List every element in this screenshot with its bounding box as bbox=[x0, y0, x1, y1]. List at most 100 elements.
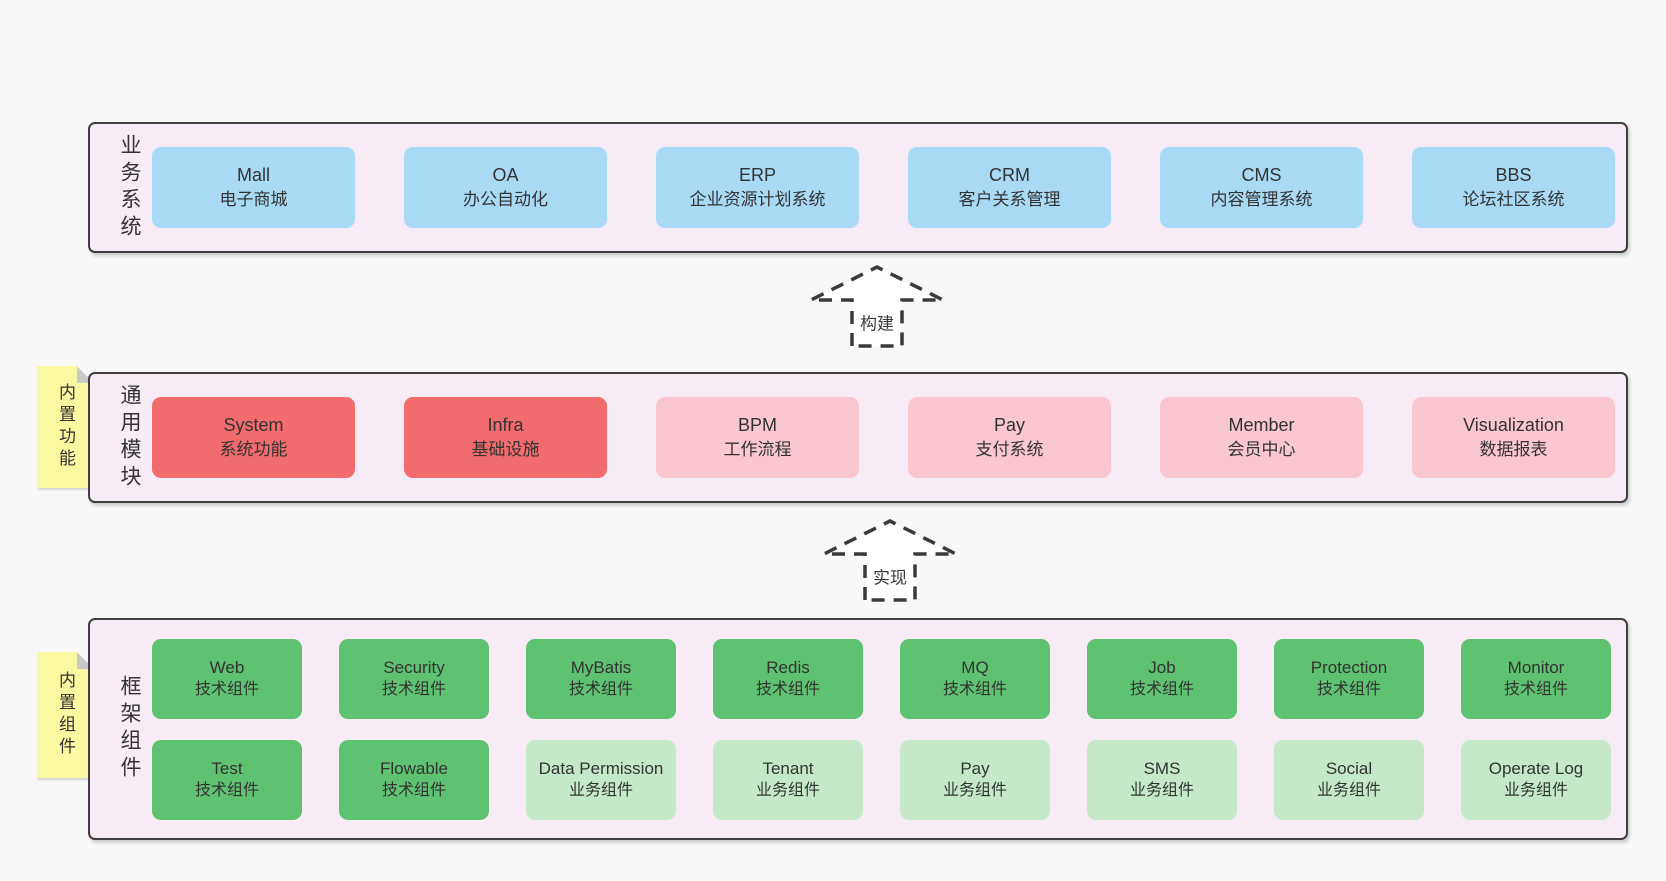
box-mall: Mall 电子商城 bbox=[152, 147, 355, 228]
box-system: System 系统功能 bbox=[152, 397, 355, 478]
common-boxes-row: System 系统功能 Infra 基础设施 BPM 工作流程 Pay 支付系统… bbox=[152, 397, 1615, 478]
box-title: Pay bbox=[960, 758, 990, 778]
box-pay-component: Pay 业务组件 bbox=[900, 739, 1050, 820]
box-redis: Redis 技术组件 bbox=[713, 638, 863, 719]
layer-label-business-systems: 业务系统 bbox=[118, 133, 141, 242]
box-title: Redis bbox=[766, 657, 810, 677]
box-title: Flowable bbox=[379, 758, 449, 778]
box-security: Security 技术组件 bbox=[339, 638, 489, 719]
box-test: Test 技术组件 bbox=[152, 739, 302, 820]
box-title: Web bbox=[209, 657, 245, 677]
box-title: Data Permission bbox=[538, 758, 664, 778]
box-subtitle: 技术组件 bbox=[1316, 681, 1381, 699]
box-title: Job bbox=[1148, 657, 1176, 677]
box-subtitle: 技术组件 bbox=[568, 681, 633, 699]
box-flowable: Flowable 技术组件 bbox=[339, 739, 489, 820]
box-subtitle: 系统功能 bbox=[219, 440, 288, 460]
box-web: Web 技术组件 bbox=[152, 638, 302, 719]
box-protection: Protection 技术组件 bbox=[1274, 638, 1424, 719]
box-subtitle: 支付系统 bbox=[975, 440, 1044, 460]
box-title: CMS bbox=[1241, 165, 1282, 186]
box-title: Infra bbox=[487, 415, 524, 436]
box-bpm: BPM 工作流程 bbox=[656, 397, 859, 478]
implement-arrow-label: 实现 bbox=[873, 568, 907, 588]
box-subtitle: 办公自动化 bbox=[463, 190, 548, 210]
box-title: BPM bbox=[737, 415, 777, 436]
layer-label-common-modules: 通用模块 bbox=[118, 383, 141, 492]
box-title: CRM bbox=[989, 165, 1030, 186]
box-tenant: Tenant 业务组件 bbox=[713, 739, 863, 820]
box-cms: CMS 内容管理系统 bbox=[1160, 147, 1363, 228]
box-subtitle: 论坛社区系统 bbox=[1462, 190, 1565, 210]
box-member: Member 会员中心 bbox=[1160, 397, 1363, 478]
box-title: Visualization bbox=[1463, 415, 1564, 436]
box-subtitle: 技术组件 bbox=[1503, 681, 1568, 699]
box-subtitle: 技术组件 bbox=[1129, 681, 1194, 699]
box-subtitle: 业务组件 bbox=[1316, 782, 1381, 800]
up-arrow-icon bbox=[823, 519, 957, 602]
box-crm: CRM 客户关系管理 bbox=[908, 147, 1111, 228]
box-monitor: Monitor 技术组件 bbox=[1461, 638, 1611, 719]
box-bbs: BBS 论坛社区系统 bbox=[1412, 147, 1615, 228]
box-title: Mall bbox=[236, 165, 270, 186]
layer-label-framework-components: 框架组件 bbox=[118, 675, 141, 783]
box-title: MQ bbox=[961, 657, 989, 677]
up-arrow-icon bbox=[810, 265, 944, 348]
box-subtitle: 技术组件 bbox=[381, 681, 446, 699]
box-mq: MQ 技术组件 bbox=[900, 638, 1050, 719]
box-erp: ERP 企业资源计划系统 bbox=[656, 147, 859, 228]
note-built-in-features: 内置功能 bbox=[37, 366, 94, 488]
box-subtitle: 业务组件 bbox=[1129, 782, 1194, 800]
box-subtitle: 企业资源计划系统 bbox=[689, 190, 826, 210]
box-subtitle: 业务组件 bbox=[568, 782, 633, 800]
box-pay-system: Pay 支付系统 bbox=[908, 397, 1111, 478]
box-subtitle: 业务组件 bbox=[1503, 782, 1568, 800]
box-visualization: Visualization 数据报表 bbox=[1412, 397, 1615, 478]
box-subtitle: 技术组件 bbox=[755, 681, 820, 699]
box-subtitle: 技术组件 bbox=[381, 782, 446, 800]
business-boxes-row: Mall 电子商城 OA 办公自动化 ERP 企业资源计划系统 CRM 客户关系… bbox=[152, 147, 1615, 228]
box-operate-log: Operate Log 业务组件 bbox=[1461, 739, 1611, 820]
note-text: 内置功能 bbox=[56, 383, 75, 471]
note-built-in-components: 内置组件 bbox=[37, 652, 94, 778]
box-data-permission: Data Permission 业务组件 bbox=[526, 739, 676, 820]
box-subtitle: 内容管理系统 bbox=[1210, 190, 1313, 210]
note-text: 内置组件 bbox=[56, 671, 75, 759]
box-subtitle: 技术组件 bbox=[194, 782, 259, 800]
box-title: System bbox=[223, 415, 284, 436]
box-subtitle: 技术组件 bbox=[194, 681, 259, 699]
box-title: Social bbox=[1325, 758, 1373, 778]
box-subtitle: 数据报表 bbox=[1479, 440, 1548, 460]
box-sms: SMS 业务组件 bbox=[1087, 739, 1237, 820]
box-subtitle: 技术组件 bbox=[942, 681, 1007, 699]
box-title: Member bbox=[1228, 415, 1295, 436]
box-title: MyBatis bbox=[570, 657, 632, 677]
build-arrow-label: 构建 bbox=[860, 314, 894, 334]
box-title: Tenant bbox=[762, 758, 814, 778]
box-title: Pay bbox=[993, 415, 1026, 436]
box-subtitle: 工作流程 bbox=[723, 440, 792, 460]
box-infra: Infra 基础设施 bbox=[404, 397, 607, 478]
box-title: ERP bbox=[738, 165, 776, 186]
box-mybatis: MyBatis 技术组件 bbox=[526, 638, 676, 719]
box-title: Test bbox=[211, 758, 243, 778]
implement-arrow: 实现 bbox=[820, 518, 960, 602]
box-subtitle: 业务组件 bbox=[942, 782, 1007, 800]
box-job: Job 技术组件 bbox=[1087, 638, 1237, 719]
build-arrow: 构建 bbox=[807, 264, 947, 348]
layer-business-systems: 业务系统 Mall 电子商城 OA 办公自动化 ERP 企业资源计划系统 CRM… bbox=[88, 122, 1628, 253]
box-title: SMS bbox=[1143, 758, 1181, 778]
box-title: Protection bbox=[1310, 657, 1388, 677]
layer-common-modules: 通用模块 System 系统功能 Infra 基础设施 BPM 工作流程 Pay… bbox=[88, 372, 1628, 503]
box-subtitle: 会员中心 bbox=[1227, 440, 1296, 460]
box-subtitle: 基础设施 bbox=[471, 440, 540, 460]
box-title: OA bbox=[492, 165, 519, 186]
framework-boxes-grid: Web 技术组件 Security 技术组件 MyBatis 技术组件 Redi… bbox=[152, 638, 1611, 820]
box-subtitle: 电子商城 bbox=[219, 190, 288, 210]
box-title: Monitor bbox=[1507, 657, 1565, 677]
box-subtitle: 业务组件 bbox=[755, 782, 820, 800]
box-title: BBS bbox=[1495, 165, 1532, 186]
box-oa: OA 办公自动化 bbox=[404, 147, 607, 228]
layer-framework-components: 框架组件 Web 技术组件 Security 技术组件 MyBatis 技术组件… bbox=[88, 618, 1628, 840]
